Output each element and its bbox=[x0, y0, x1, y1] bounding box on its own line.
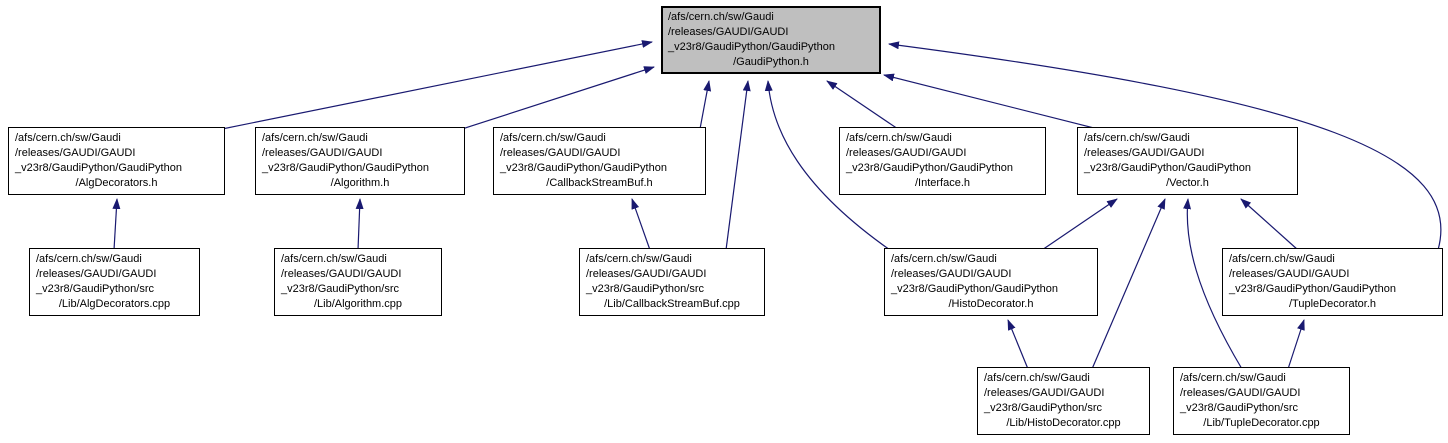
node-path: /afs/cern.ch/sw/Gaudi /releases/GAUDI/GA… bbox=[1180, 372, 1301, 414]
node-file: /Lib/CallbackStreamBuf.cpp bbox=[604, 298, 740, 310]
node-algorithm-h[interactable]: /afs/cern.ch/sw/Gaudi /releases/GAUDI/GA… bbox=[255, 127, 465, 195]
node-path: /afs/cern.ch/sw/Gaudi /releases/GAUDI/GA… bbox=[36, 253, 157, 295]
node-path: /afs/cern.ch/sw/Gaudi /releases/GAUDI/GA… bbox=[891, 253, 1058, 295]
node-file: /GaudiPython.h bbox=[733, 56, 809, 68]
edge-histodecorator-h-to-vector-h bbox=[1041, 198, 1118, 251]
edge-vector-h-to-gaudipython-h bbox=[883, 73, 1099, 130]
node-path: /afs/cern.ch/sw/Gaudi /releases/GAUDI/GA… bbox=[1229, 253, 1396, 295]
edge-tupledecorator-cpp-to-vector-h bbox=[1183, 198, 1243, 370]
edge-tupledecorator-cpp-to-tupledecorator-h bbox=[1287, 319, 1305, 370]
node-tupledecorator-cpp[interactable]: /afs/cern.ch/sw/Gaudi /releases/GAUDI/GA… bbox=[1173, 367, 1350, 435]
edge-callbackstreambuf-cpp-to-gaudipython-h bbox=[725, 80, 751, 251]
node-file: /Interface.h bbox=[914, 177, 971, 189]
edge-algdecorators-cpp-to-algdecorators-h bbox=[112, 198, 121, 251]
node-histodecorator-h[interactable]: /afs/cern.ch/sw/Gaudi /releases/GAUDI/GA… bbox=[884, 248, 1098, 316]
edge-tupledecorator-h-to-gaudipython-h bbox=[888, 41, 1442, 251]
node-gaudipython-h[interactable]: /afs/cern.ch/sw/Gaudi /releases/GAUDI/GA… bbox=[661, 6, 881, 74]
edge-algorithm-h-to-gaudipython-h bbox=[461, 66, 655, 130]
edge-callbackstreambuf-cpp-to-callbackstreambuf-h bbox=[631, 198, 651, 251]
node-file: /Lib/TupleDecorator.cpp bbox=[1203, 417, 1320, 429]
node-path: /afs/cern.ch/sw/Gaudi /releases/GAUDI/GA… bbox=[846, 132, 1013, 174]
node-path: /afs/cern.ch/sw/Gaudi /releases/GAUDI/GA… bbox=[500, 132, 667, 174]
node-path: /afs/cern.ch/sw/Gaudi /releases/GAUDI/GA… bbox=[262, 132, 429, 174]
node-file: /TupleDecorator.h bbox=[1288, 298, 1377, 310]
edge-histodecorator-cpp-to-vector-h bbox=[1091, 198, 1166, 370]
node-file: /CallbackStreamBuf.h bbox=[546, 177, 653, 189]
node-file: /Vector.h bbox=[1166, 177, 1209, 189]
edge-callbackstreambuf-h-to-gaudipython-h bbox=[699, 80, 712, 130]
node-callbackstreambuf-h[interactable]: /afs/cern.ch/sw/Gaudi /releases/GAUDI/GA… bbox=[493, 127, 706, 195]
edge-algdecorators-h-to-gaudipython-h bbox=[221, 40, 653, 130]
edge-histodecorator-h-to-gaudipython-h bbox=[764, 80, 891, 251]
node-file: /Lib/Algorithm.cpp bbox=[313, 298, 403, 310]
node-file: /AlgDecorators.h bbox=[75, 177, 158, 189]
node-path: /afs/cern.ch/sw/Gaudi /releases/GAUDI/GA… bbox=[15, 132, 182, 174]
edge-histodecorator-cpp-to-histodecorator-h bbox=[1007, 319, 1029, 370]
node-file: /Algorithm.h bbox=[330, 177, 390, 189]
node-algdecorators-h[interactable]: /afs/cern.ch/sw/Gaudi /releases/GAUDI/GA… bbox=[8, 127, 225, 195]
node-file: /Lib/HistoDecorator.cpp bbox=[1006, 417, 1121, 429]
node-algorithm-cpp[interactable]: /afs/cern.ch/sw/Gaudi /releases/GAUDI/GA… bbox=[274, 248, 442, 316]
node-path: /afs/cern.ch/sw/Gaudi /releases/GAUDI/GA… bbox=[984, 372, 1105, 414]
node-file: /Lib/AlgDecorators.cpp bbox=[58, 298, 171, 310]
node-vector-h[interactable]: /afs/cern.ch/sw/Gaudi /releases/GAUDI/GA… bbox=[1077, 127, 1298, 195]
node-path: /afs/cern.ch/sw/Gaudi /releases/GAUDI/GA… bbox=[668, 11, 835, 53]
node-algdecorators-cpp[interactable]: /afs/cern.ch/sw/Gaudi /releases/GAUDI/GA… bbox=[29, 248, 200, 316]
node-interface-h[interactable]: /afs/cern.ch/sw/Gaudi /releases/GAUDI/GA… bbox=[839, 127, 1046, 195]
node-tupledecorator-h[interactable]: /afs/cern.ch/sw/Gaudi /releases/GAUDI/GA… bbox=[1222, 248, 1443, 316]
node-path: /afs/cern.ch/sw/Gaudi /releases/GAUDI/GA… bbox=[1084, 132, 1251, 174]
node-callbackstreambuf-cpp[interactable]: /afs/cern.ch/sw/Gaudi /releases/GAUDI/GA… bbox=[579, 248, 765, 316]
edge-algorithm-cpp-to-algorithm-h bbox=[355, 198, 364, 251]
node-histodecorator-cpp[interactable]: /afs/cern.ch/sw/Gaudi /releases/GAUDI/GA… bbox=[977, 367, 1150, 435]
node-path: /afs/cern.ch/sw/Gaudi /releases/GAUDI/GA… bbox=[281, 253, 402, 295]
node-path: /afs/cern.ch/sw/Gaudi /releases/GAUDI/GA… bbox=[586, 253, 707, 295]
edge-interface-h-to-gaudipython-h bbox=[826, 80, 899, 130]
node-file: /HistoDecorator.h bbox=[948, 298, 1034, 310]
edge-tupledecorator-h-to-vector-h bbox=[1240, 198, 1299, 251]
